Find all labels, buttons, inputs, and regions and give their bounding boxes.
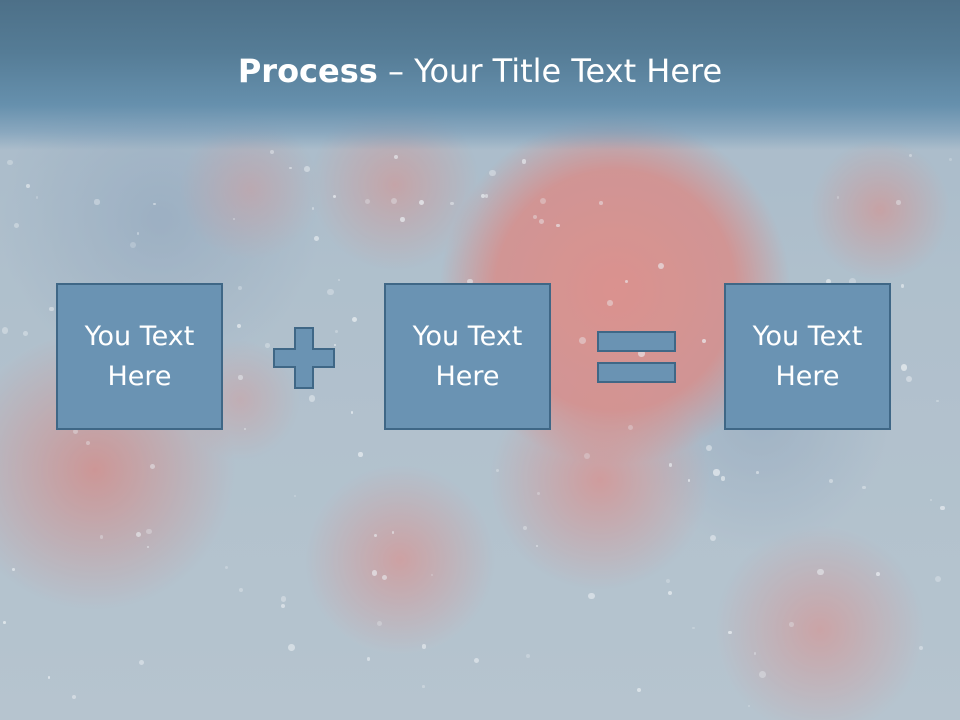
process-box-2-text: You Text Here	[412, 320, 523, 392]
process-box-1[interactable]: You Text Here	[56, 283, 223, 430]
process-box-2[interactable]: You Text Here	[384, 283, 551, 430]
title-rest: – Your Title Text Here	[377, 52, 723, 90]
title-bold-word: Process	[237, 52, 378, 90]
plus-icon	[273, 327, 335, 389]
process-box-3[interactable]: You Text Here	[724, 283, 891, 430]
slide-title[interactable]: Process – Your Title Text Here	[0, 52, 960, 90]
equals-icon	[597, 331, 676, 383]
process-box-3-text: You Text Here	[752, 320, 863, 392]
process-box-1-text: You Text Here	[84, 320, 195, 392]
title-bar	[0, 0, 960, 150]
